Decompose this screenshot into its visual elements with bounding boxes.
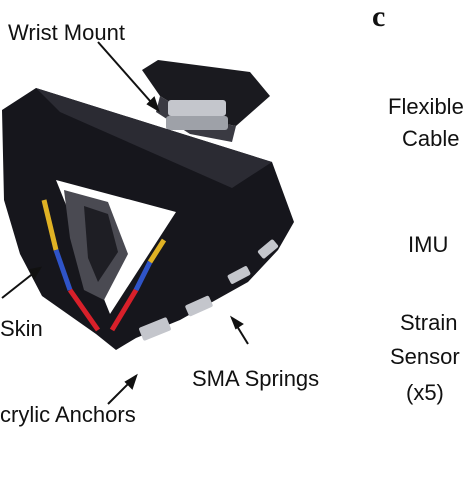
gripper-body (2, 88, 294, 350)
arrow-icon (1, 266, 43, 299)
arrow-icon (107, 373, 138, 405)
label-wrist-mount: Wrist Mount (8, 20, 125, 45)
label-skin: Skin (0, 316, 43, 341)
label-sensor: Sensor (390, 344, 460, 369)
label-strain: Strain (400, 310, 458, 335)
label-cable: Cable (402, 126, 460, 151)
label-x5: (x5) (406, 380, 444, 405)
arrow-icon (229, 315, 249, 345)
arrow-icon (97, 41, 160, 113)
label-sma-springs: SMA Springs (192, 366, 320, 391)
label-imu: IMU (408, 232, 449, 257)
wrist-mount (142, 60, 270, 142)
label-acrylic-anchors: crylic Anchors (0, 402, 136, 427)
label-flexible: Flexible (388, 94, 464, 119)
panel-letter: c (372, 0, 386, 33)
